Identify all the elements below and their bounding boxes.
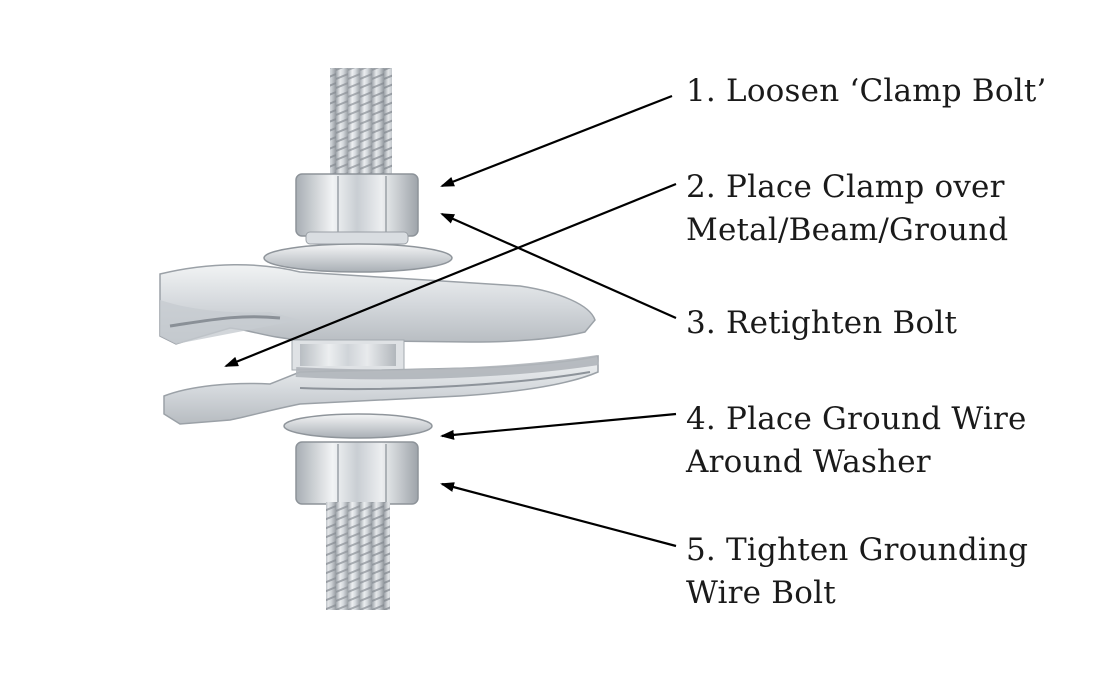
arrow-step-5 [440, 482, 677, 548]
step-5-line-1: 5. Tighten Grounding [686, 532, 1029, 568]
step-2-label: 2. Place Clamp over Metal/Beam/Ground [686, 166, 1008, 252]
step-3-line-1: 3. Retighten Bolt [686, 305, 958, 341]
step-2-line-2: Metal/Beam/Ground [686, 212, 1009, 248]
arrow-step-3 [440, 212, 677, 320]
lower-stud [326, 502, 390, 610]
upper-washer [263, 243, 453, 273]
step-1-label: 1. Loosen ‘Clamp Bolt’ [686, 70, 1047, 113]
lower-nut [295, 441, 419, 505]
arrow-step-2 [224, 182, 677, 368]
middle-bolt [291, 339, 405, 371]
upper-stud [330, 68, 392, 180]
step-5-label: 5. Tighten Grounding Wire Bolt [686, 529, 1028, 615]
step-5-line-2: Wire Bolt [686, 575, 836, 611]
arrow-step-4 [440, 412, 677, 440]
lower-clamp-plate [163, 355, 599, 425]
step-2-line-1: 2. Place Clamp over [686, 169, 1005, 205]
step-4-line-2: Around Washer [686, 444, 931, 480]
lower-washer [283, 413, 433, 439]
arrow-step-1 [440, 94, 673, 188]
step-4-line-1: 4. Place Ground Wire [686, 401, 1027, 437]
step-3-label: 3. Retighten Bolt [686, 302, 957, 345]
step-4-label: 4. Place Ground Wire Around Washer [686, 398, 1027, 484]
upper-nut [295, 173, 419, 245]
step-1-line-1: 1. Loosen ‘Clamp Bolt’ [686, 73, 1047, 109]
